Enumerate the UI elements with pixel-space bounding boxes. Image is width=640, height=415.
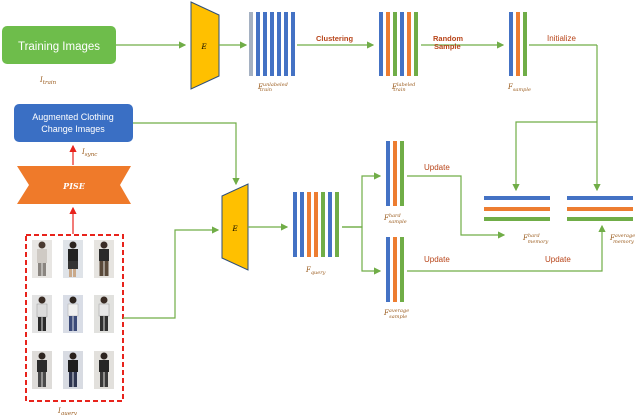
arrow-update-hard-memory [407, 175, 506, 239]
feature-unlabeled-train [249, 12, 295, 76]
query-image-grid [25, 234, 124, 402]
feature-average-memory [567, 196, 633, 221]
feature-sample [509, 12, 527, 76]
person-image [94, 351, 114, 389]
arrow-to-average-sample [342, 226, 382, 275]
svg-text:Training Images: Training Images [18, 41, 100, 53]
sample-label: Sample [434, 42, 461, 51]
arrow-to-hard-sample [342, 172, 382, 228]
arrow-augmented-to-encoder [133, 122, 240, 186]
i-train-label: Itrain [39, 76, 57, 86]
person-image [32, 351, 52, 389]
feature-hard-sample [386, 141, 404, 206]
initialize-label: Initialize [547, 34, 576, 43]
update-label-2: Update [424, 255, 450, 264]
i-query-label: Iquery [57, 407, 78, 415]
svg-text:Augmented Clothing: Augmented Clothing [32, 112, 114, 122]
update-label-1: Update [424, 163, 450, 172]
feature-average-sample [386, 237, 404, 302]
arrow-query-to-encoder [123, 226, 220, 319]
i-sync-label: Isync [81, 148, 97, 158]
feature-labeled-train [379, 12, 418, 76]
pise-block: PISE [17, 166, 131, 204]
random-label: Random [433, 34, 463, 43]
feature-hard-memory [484, 196, 550, 221]
training-images-box: Training Images [2, 26, 116, 64]
person-image [63, 240, 83, 278]
person-image [32, 295, 52, 333]
person-image [32, 240, 52, 278]
encoder-top: E [190, 1, 220, 90]
encoder-bottom: E [221, 183, 249, 271]
svg-text:Change Images: Change Images [41, 124, 105, 134]
svg-text:PISE: PISE [62, 181, 86, 191]
person-image [94, 295, 114, 333]
person-image [63, 351, 83, 389]
augmented-images-box: Augmented Clothing Change Images [14, 104, 133, 142]
update-label-3: Update [545, 255, 571, 264]
arrow-update-avg-memory [407, 224, 606, 272]
svg-text:E: E [231, 225, 237, 233]
f-query-label: Fquery [305, 266, 326, 276]
feature-query [293, 192, 339, 257]
arrow-init-to-hard-memory [512, 121, 597, 192]
svg-text:E: E [200, 43, 206, 51]
person-image [63, 295, 83, 333]
clustering-label: Clustering [316, 34, 354, 43]
f-sample-label: Fsample [507, 83, 531, 93]
person-image [94, 240, 114, 278]
